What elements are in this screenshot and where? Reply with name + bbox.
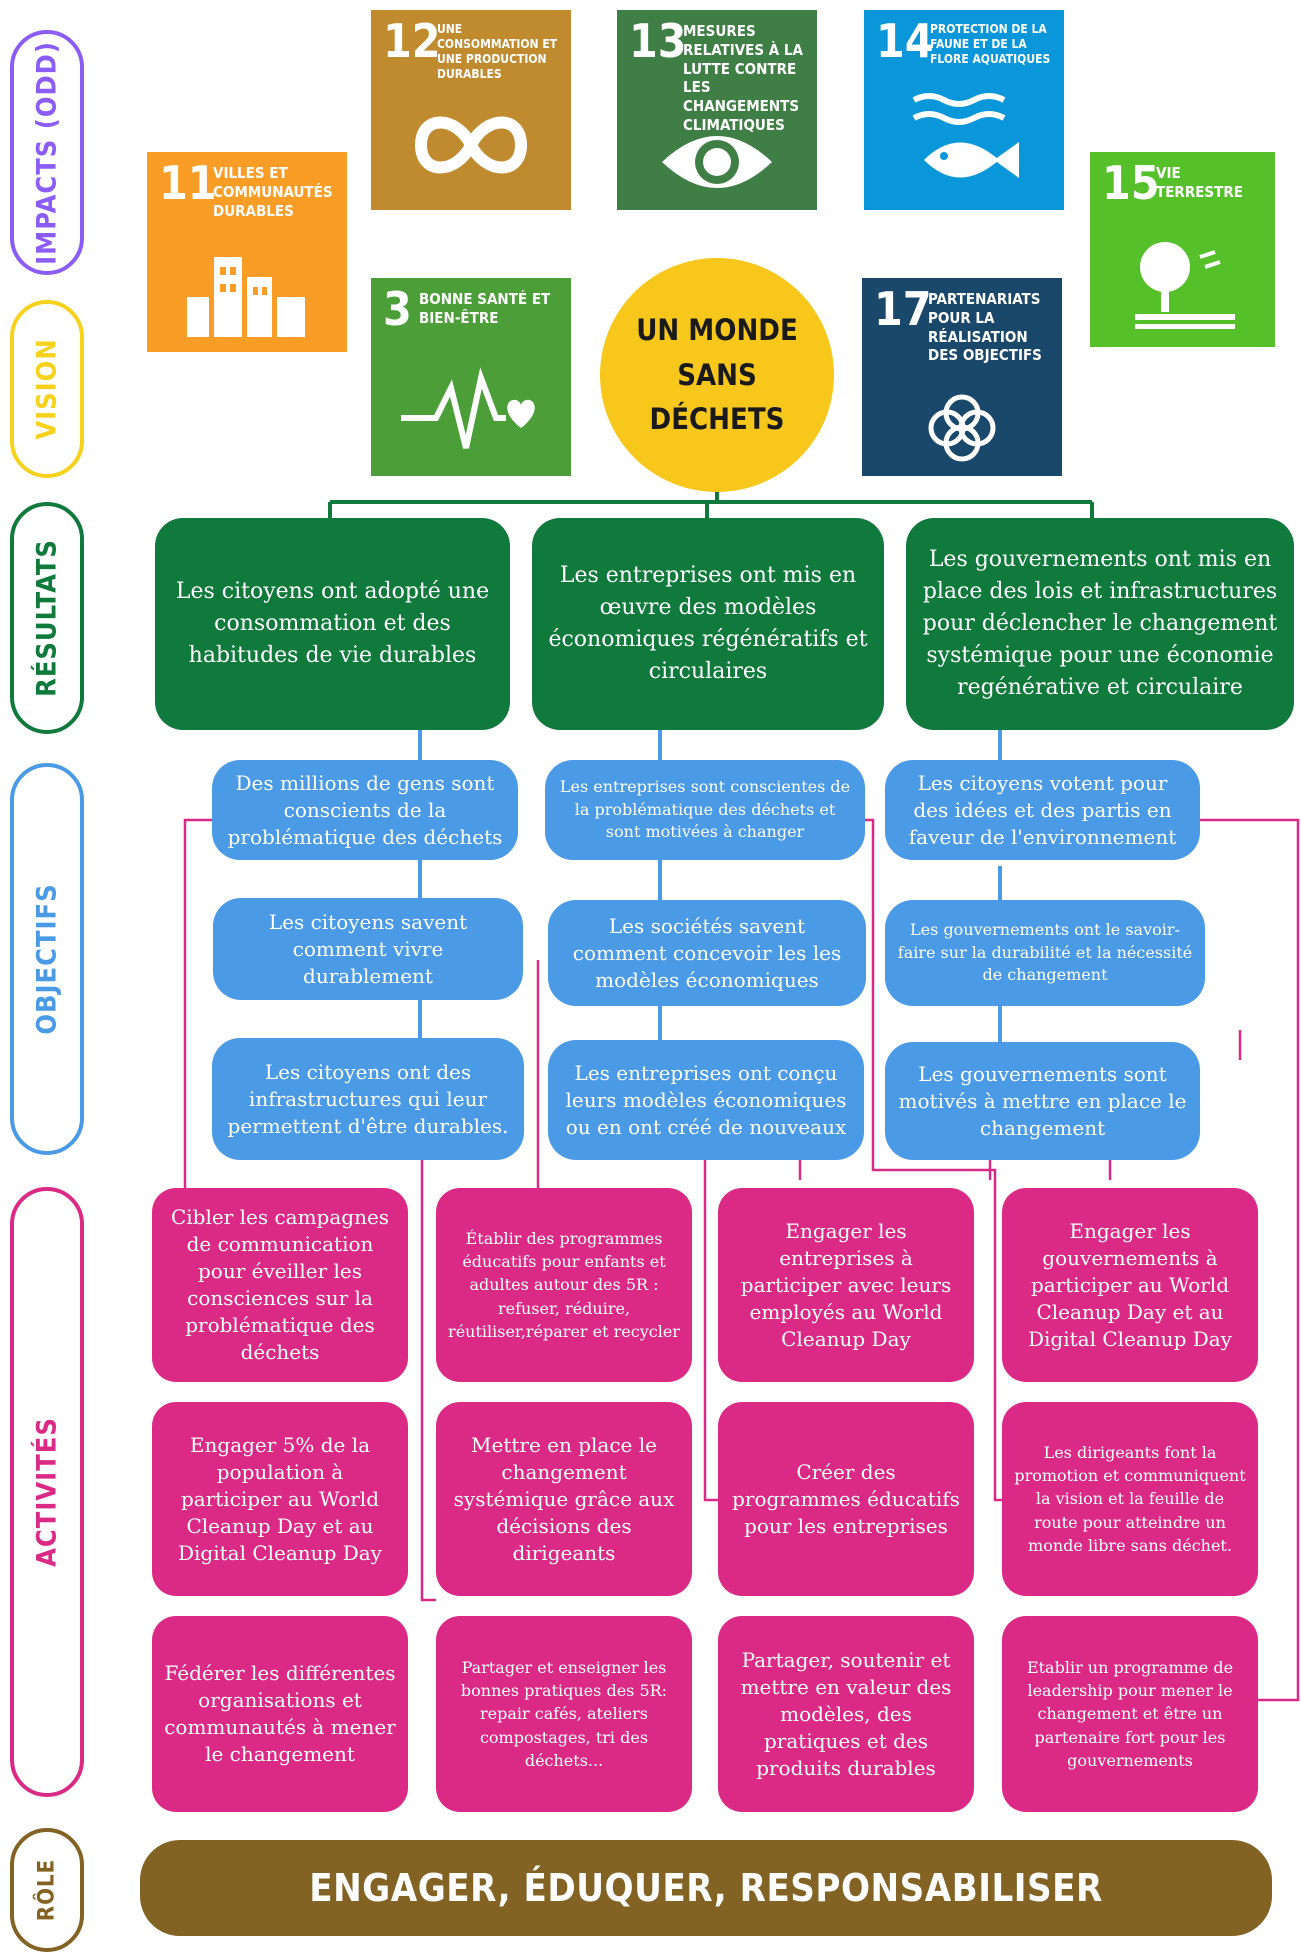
- activite-box: Engager les entreprises à participer ave…: [718, 1188, 974, 1382]
- objectif-box: Les sociétés savent comment concevoir le…: [548, 900, 866, 1006]
- sdg-14-label: PROTECTION DE LA FAUNE ET DE LA FLORE AQ…: [930, 22, 1051, 66]
- sdg-tile-14: 14 PROTECTION DE LA FAUNE ET DE LA FLORE…: [864, 10, 1064, 210]
- sdg-17-number: 17: [874, 282, 932, 336]
- sdg-11-number: 11: [159, 156, 217, 210]
- vision-text: UN MONDE SANS DÉCHETS: [636, 312, 798, 437]
- role-bar: ENGAGER, ÉDUQUER, RESPONSABILISER: [140, 1840, 1272, 1936]
- side-label-role-text: RÔLE: [34, 1858, 60, 1922]
- resultat-box: Les gouvernements ont mis en place des l…: [906, 518, 1294, 730]
- side-label-resultats-text: RÉSULTATS: [31, 539, 63, 697]
- sdg-tile-15: 15 VIE TERRESTRE: [1090, 152, 1275, 347]
- sdg-tile-11: 11 VILLES ET COMMUNAUTÉS DURABLES: [147, 152, 347, 352]
- activite-box: Établir des programmes éducatifs pour en…: [436, 1188, 692, 1382]
- role-text: ENGAGER, ÉDUQUER, RESPONSABILISER: [309, 1866, 1103, 1910]
- sdg-tile-12: 12 UNE CONSOMMATION ET UNE PRODUCTION DU…: [371, 10, 571, 210]
- sdg-15-label: VIE TERRESTRE: [1156, 164, 1243, 201]
- sdg-13-label: MESURES RELATIVES À LA LUTTE CONTRE LES …: [683, 22, 803, 134]
- sdg-17-label: PARTENARIATS POUR LA RÉALISATION DES OBJ…: [928, 290, 1042, 365]
- side-label-role: RÔLE: [10, 1828, 84, 1952]
- sdg-15-number: 15: [1102, 156, 1160, 210]
- activite-box: Engager 5% de la population à participer…: [152, 1402, 408, 1596]
- objectif-box: Les entreprises ont conçu leurs modèles …: [548, 1040, 864, 1160]
- objectif-box: Les citoyens ont des infrastructures qui…: [212, 1038, 524, 1160]
- sdg-tile-3: 3 BONNE SANTÉ ET BIEN-ÊTRE: [371, 278, 571, 476]
- side-label-activites-text: ACTIVITÉS: [31, 1417, 63, 1567]
- side-label-objectifs: OBJECTIFS: [10, 763, 84, 1155]
- side-label-objectifs-text: OBJECTIFS: [31, 883, 63, 1035]
- objectif-box: Les citoyens savent comment vivre durabl…: [213, 898, 523, 1000]
- activite-box: Cibler les campagnes de communication po…: [152, 1188, 408, 1382]
- activite-box: Engager les gouvernements à participer a…: [1002, 1188, 1258, 1382]
- resultat-box: Les entreprises ont mis en œuvre des mod…: [532, 518, 884, 730]
- vision-circle: UN MONDE SANS DÉCHETS: [600, 258, 834, 492]
- objectif-box: Les citoyens votent pour des idées et de…: [885, 760, 1200, 860]
- sdg-14-number: 14: [876, 14, 934, 68]
- sdg-3-number: 3: [383, 282, 412, 336]
- activite-box: Partager, soutenir et mettre en valeur d…: [718, 1616, 974, 1812]
- sdg-11-label: VILLES ET COMMUNAUTÉS DURABLES: [213, 164, 333, 220]
- activite-box: Créer des programmes éducatifs pour les …: [718, 1402, 974, 1596]
- objectif-box: Les entreprises sont conscientes de la p…: [545, 760, 865, 860]
- sdg-3-label: BONNE SANTÉ ET BIEN-ÊTRE: [419, 290, 551, 327]
- eye-globe-icon: [662, 136, 772, 188]
- side-label-impacts: IMPACTS (ODD): [10, 30, 84, 275]
- sdg-12-label: UNE CONSOMMATION ET UNE PRODUCTION DURAB…: [437, 22, 558, 81]
- rings-icon: [928, 394, 996, 462]
- sdg-tile-13: 13 MESURES RELATIVES À LA LUTTE CONTRE L…: [617, 10, 817, 210]
- tree-icon: [1135, 242, 1235, 329]
- fish-icon: [912, 93, 1019, 178]
- side-label-vision: VISION: [10, 300, 84, 478]
- side-label-resultats: RÉSULTATS: [10, 502, 84, 734]
- heartbeat-icon: [401, 367, 535, 449]
- activite-box: Fédérer les différentes organisations et…: [152, 1616, 408, 1812]
- objectif-box: Les gouvernements sont motivés à mettre …: [885, 1042, 1200, 1160]
- resultat-box: Les citoyens ont adopté une consommation…: [155, 518, 510, 730]
- city-icon: [187, 257, 305, 337]
- objectif-box: Les gouvernements ont le savoir-faire su…: [885, 900, 1205, 1006]
- activite-box: Etablir un programme de leadership pour …: [1002, 1616, 1258, 1812]
- side-label-vision-text: VISION: [31, 338, 63, 440]
- activite-box: Les dirigeants font la promotion et comm…: [1002, 1402, 1258, 1596]
- sdg-12-number: 12: [383, 14, 441, 68]
- objectif-box: Des millions de gens sont conscients de …: [212, 760, 518, 860]
- sdg-13-number: 13: [629, 14, 687, 68]
- sdg-tile-17: 17 PARTENARIATS POUR LA RÉALISATION DES …: [862, 278, 1062, 476]
- activite-box: Partager et enseigner les bonnes pratiqu…: [436, 1616, 692, 1812]
- side-label-impacts-text: IMPACTS (ODD): [31, 40, 63, 265]
- activite-box: Mettre en place le changement systémique…: [436, 1402, 692, 1596]
- side-label-activites: ACTIVITÉS: [10, 1187, 84, 1797]
- infinity-icon: [414, 116, 528, 174]
